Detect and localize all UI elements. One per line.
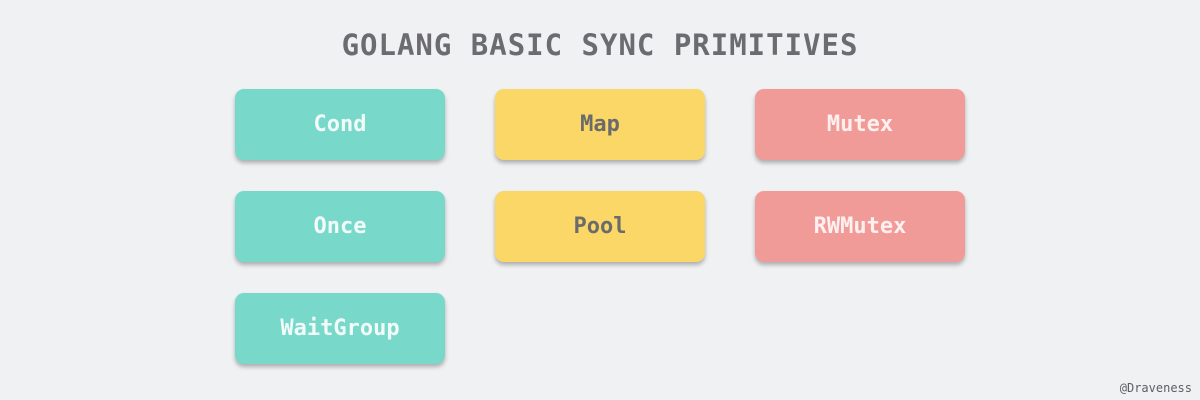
primitive-box-once: Once — [235, 191, 445, 262]
primitive-label: Once — [313, 214, 367, 239]
primitive-label: RWMutex — [813, 214, 907, 239]
primitive-label: Pool — [573, 214, 627, 239]
author-credit: @Draveness — [1119, 381, 1192, 395]
primitive-box-rwmutex: RWMutex — [755, 191, 965, 262]
primitive-label: Cond — [313, 112, 367, 137]
diagram-title: GOLANG BASIC SYNC PRIMITIVES — [341, 28, 859, 62]
primitive-box-map: Map — [495, 89, 705, 160]
primitive-label: Mutex — [826, 112, 894, 137]
primitive-box-pool: Pool — [495, 191, 705, 262]
primitive-box-waitgroup: WaitGroup — [235, 293, 445, 364]
primitive-label: WaitGroup — [280, 316, 400, 341]
primitive-label: Map — [580, 112, 620, 137]
primitive-box-mutex: Mutex — [755, 89, 965, 160]
primitive-box-cond: Cond — [235, 89, 445, 160]
